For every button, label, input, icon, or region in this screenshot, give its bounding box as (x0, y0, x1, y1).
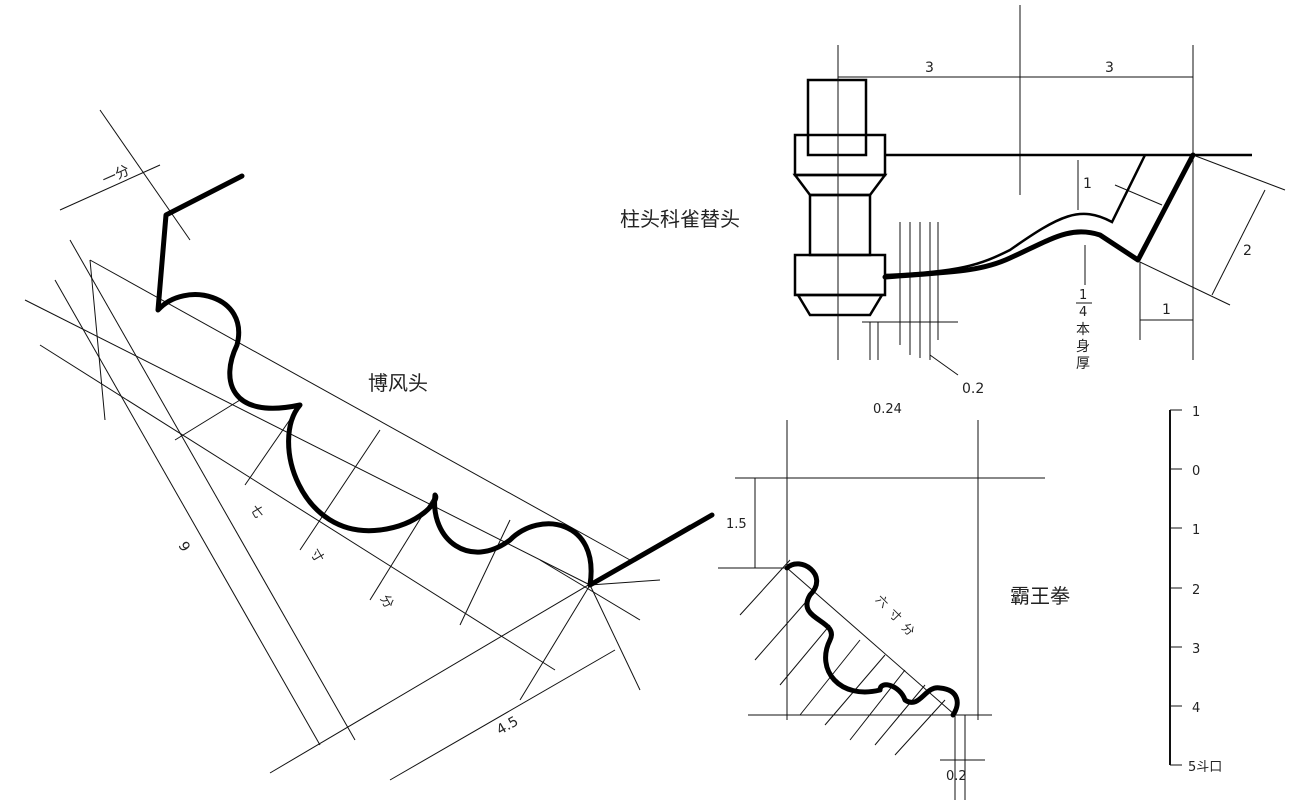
dim-side-label: 9 (175, 539, 193, 555)
fraction-denominator: 4 (1079, 305, 1087, 320)
column (792, 78, 888, 317)
dim-small-b-label: 0.24 (873, 402, 902, 417)
diag-label-3: 分 (899, 620, 917, 638)
dim-bottom-label: 0.2 (946, 769, 967, 784)
bracket-lower-curve (882, 152, 1196, 280)
diag-label-1: 七 (247, 503, 266, 522)
scale-tick-label: 5斗口 (1188, 760, 1222, 775)
bofengtou-figure: 博风头 一分 9 4.5 七 寸 分 (24, 109, 715, 781)
zhutou-figure: 柱头科雀替头 3 3 1 2 1 0.2 0.24 1 4 本 身 厚 (620, 5, 1286, 417)
dim-slant-label: 2 (1243, 243, 1252, 259)
scale-tick-label: 1 (1192, 405, 1200, 420)
dim-right-label: 1 (1162, 302, 1171, 318)
scale-tick-label: 2 (1192, 583, 1200, 598)
zhutou-title: 柱头科雀替头 (620, 207, 740, 231)
dim-height-label: 1 (1083, 176, 1092, 192)
diag-label-1: 六 (873, 592, 891, 610)
dim-small-a-label: 0.2 (962, 381, 984, 397)
note-char-1: 本 (1076, 322, 1090, 338)
diag-label-3: 分 (377, 593, 396, 612)
bawangquan-figure: 霸王拳 1.5 0.2 六 寸 分 (718, 420, 1070, 800)
note-char-3: 厚 (1076, 356, 1090, 372)
note-char-2: 身 (1076, 339, 1090, 355)
dim-b-label: 3 (1105, 60, 1114, 76)
dim-height-label: 1.5 (726, 517, 747, 532)
dimension-lines (837, 5, 1286, 376)
fraction-numerator: 1 (1079, 288, 1087, 303)
diag-label-2: 寸 (307, 547, 326, 566)
bawangquan-profile-curve (784, 561, 960, 718)
bofengtou-title: 博风头 (368, 371, 428, 395)
scale-tick-label: 1 (1192, 523, 1200, 538)
scale-tick-label: 4 (1192, 701, 1200, 716)
bawangquan-title: 霸王拳 (1010, 584, 1070, 608)
bofengtou-profile-curve (155, 173, 715, 588)
diag-label-2: 寸 (886, 606, 904, 624)
scale-bar: 1 0 1 2 3 4 5斗口 (1169, 405, 1222, 775)
scale-tick-label: 3 (1192, 642, 1200, 657)
dim-a-label: 3 (925, 60, 934, 76)
construction-lines (24, 109, 691, 781)
scale-tick-label: 0 (1192, 464, 1200, 479)
